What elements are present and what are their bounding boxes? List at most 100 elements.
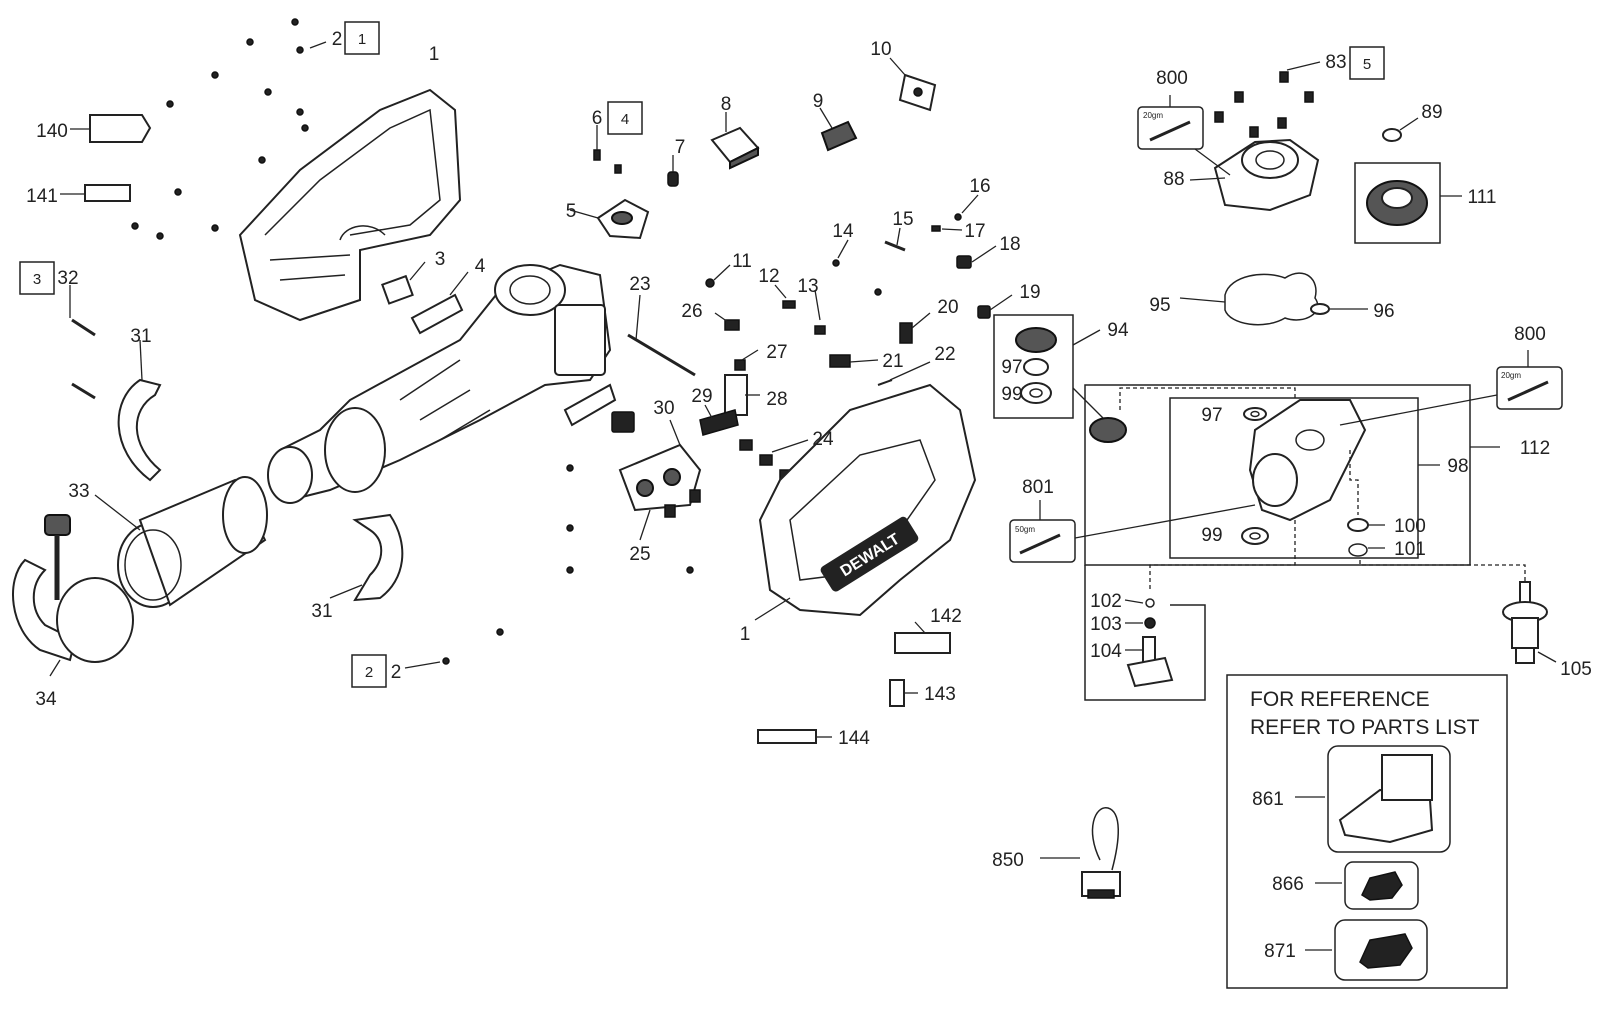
grease-tag-801: 50gm bbox=[1015, 525, 1035, 534]
callout-8: 8 bbox=[721, 94, 732, 115]
callout-89: 89 bbox=[1421, 102, 1442, 123]
callout-11: 11 bbox=[732, 251, 752, 272]
callout-143: 143 bbox=[924, 684, 956, 705]
callout-34: 34 bbox=[35, 689, 57, 710]
callout-29: 29 bbox=[691, 386, 712, 407]
callout-101: 101 bbox=[1394, 539, 1426, 560]
callout-22: 22 bbox=[934, 344, 955, 365]
callout-27: 27 bbox=[766, 342, 787, 363]
small-parts-11-22 bbox=[705, 194, 1013, 386]
callout-104: 104 bbox=[1090, 641, 1122, 662]
washer-96 bbox=[1310, 303, 1368, 315]
screw-2-upper-leader bbox=[309, 41, 327, 49]
spindle-105 bbox=[1502, 581, 1557, 664]
pins-32 bbox=[69, 285, 96, 400]
callout-24: 24 bbox=[812, 429, 834, 450]
housing-half-left bbox=[238, 88, 462, 322]
callout-28: 28 bbox=[766, 389, 787, 410]
callout-3: 3 bbox=[435, 249, 446, 270]
boxed-label-2: 2 bbox=[365, 664, 373, 681]
hammer-main-body bbox=[267, 263, 612, 504]
callout-numbers: 1 1 2 2 3 4 5 6 7 8 9 10 11 12 13 14 15 … bbox=[26, 29, 1592, 962]
callout-4: 4 bbox=[475, 256, 486, 277]
part-6-screw bbox=[593, 125, 622, 174]
gear-case-112-box bbox=[1084, 384, 1526, 595]
gear-kit-94-box bbox=[993, 314, 1127, 443]
o-ring-95 bbox=[1179, 272, 1319, 326]
grease-tube-800-right: 20gm bbox=[1339, 350, 1563, 426]
callout-97-b: 97 bbox=[1201, 405, 1222, 426]
part-8-block bbox=[710, 112, 760, 170]
boxed-label-4: 4 bbox=[621, 111, 629, 128]
callout-17: 17 bbox=[964, 221, 985, 242]
callout-15: 15 bbox=[892, 209, 913, 230]
callout-96: 96 bbox=[1373, 301, 1394, 322]
callout-14: 14 bbox=[832, 221, 854, 242]
callout-99-b: 99 bbox=[1201, 525, 1222, 546]
part-7-fitting bbox=[667, 155, 679, 187]
callout-861: 861 bbox=[1252, 789, 1284, 810]
callout-2-b: 2 bbox=[391, 662, 402, 683]
reference-line-2: REFER TO PARTS LIST bbox=[1250, 716, 1480, 739]
callout-32: 32 bbox=[57, 268, 78, 289]
callout-102: 102 bbox=[1090, 591, 1122, 612]
plate-4 bbox=[410, 271, 469, 335]
callout-140: 140 bbox=[36, 121, 68, 142]
callout-801: 801 bbox=[1022, 477, 1054, 498]
reference-box: FOR REFERENCE REFER TO PARTS LIST bbox=[1226, 674, 1508, 989]
callout-105: 105 bbox=[1560, 659, 1592, 680]
callout-83: 83 bbox=[1325, 52, 1346, 73]
screws-left bbox=[131, 18, 694, 636]
gear-111-box bbox=[1354, 162, 1462, 244]
boxed-label-5: 5 bbox=[1363, 56, 1371, 73]
part-10-pad bbox=[889, 57, 937, 112]
lower-parts-102-104-box bbox=[1084, 565, 1206, 701]
callout-31-a: 31 bbox=[130, 326, 151, 347]
callout-1-b: 1 bbox=[740, 624, 751, 645]
callout-33: 33 bbox=[68, 481, 89, 502]
part-9-spring bbox=[819, 107, 858, 152]
screw-2-lower bbox=[404, 657, 450, 669]
callout-16: 16 bbox=[969, 176, 990, 197]
label-plates-142-144 bbox=[757, 621, 951, 744]
reference-line-1: FOR REFERENCE bbox=[1250, 688, 1430, 711]
housing-half-right: DEWALT bbox=[754, 383, 977, 621]
plates-mid bbox=[563, 383, 635, 433]
clamp-half-31-lower bbox=[329, 513, 404, 602]
label-plate-141 bbox=[60, 184, 131, 202]
callout-2-a: 2 bbox=[332, 29, 343, 50]
callout-95: 95 bbox=[1149, 295, 1170, 316]
callout-144: 144 bbox=[838, 728, 870, 749]
callout-88: 88 bbox=[1163, 169, 1184, 190]
callout-100: 100 bbox=[1394, 516, 1426, 537]
grease-tube-801: 50gm bbox=[1009, 500, 1256, 563]
callout-19: 19 bbox=[1019, 282, 1040, 303]
side-handle-34 bbox=[12, 514, 134, 677]
grease-tag-800-top: 20gm bbox=[1143, 111, 1163, 120]
dust-collar-33 bbox=[94, 476, 268, 608]
callout-99-a: 99 bbox=[1001, 384, 1022, 405]
callout-25: 25 bbox=[629, 544, 650, 565]
label-plate-140 bbox=[70, 114, 152, 143]
grease-tube-800-top: 20gm bbox=[1137, 95, 1231, 176]
callout-98: 98 bbox=[1447, 456, 1468, 477]
callout-20: 20 bbox=[937, 297, 958, 318]
boxed-label-3: 3 bbox=[33, 271, 41, 288]
callout-850: 850 bbox=[992, 850, 1024, 871]
callout-13: 13 bbox=[797, 276, 818, 297]
clamp-half-31-upper bbox=[117, 339, 162, 482]
callout-94: 94 bbox=[1107, 320, 1129, 341]
callout-18: 18 bbox=[999, 234, 1020, 255]
callout-871: 871 bbox=[1264, 941, 1296, 962]
callout-31-b: 31 bbox=[311, 601, 332, 622]
callout-800-a: 800 bbox=[1156, 68, 1188, 89]
callout-97-a: 97 bbox=[1001, 357, 1022, 378]
callout-112: 112 bbox=[1520, 438, 1550, 459]
callout-6: 6 bbox=[592, 108, 603, 129]
cord-850 bbox=[1040, 807, 1121, 899]
callout-5: 5 bbox=[566, 201, 577, 222]
callout-1-a: 1 bbox=[429, 44, 440, 65]
part-5-bearing-plate bbox=[569, 198, 650, 240]
callout-142: 142 bbox=[930, 606, 962, 627]
